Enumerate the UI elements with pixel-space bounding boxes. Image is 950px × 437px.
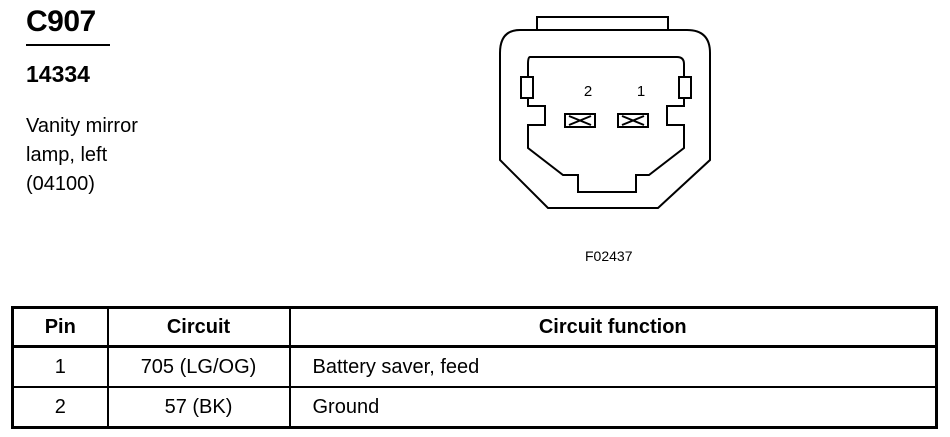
circuit-function-cell: Battery saver, feed [288, 345, 938, 388]
terminal-pin-1 [617, 113, 649, 128]
table-row: 1 705 (LG/OG) Battery saver, feed [11, 345, 938, 388]
connector-id-underline [26, 44, 110, 46]
connector-key-right [678, 76, 692, 99]
description-line: (04100) [26, 173, 95, 195]
pin-label-2: 2 [584, 83, 592, 100]
table-header-row: Pin Circuit Circuit function [11, 306, 938, 348]
pinout-table: Pin Circuit Circuit function 1 705 (LG/O… [11, 306, 938, 429]
column-header-pin: Pin [11, 306, 109, 348]
table-row: 2 57 (BK) Ground [11, 386, 938, 429]
figure-id: F02437 [585, 248, 633, 264]
connector-description: Vanity mirror lamp, left (04100) [26, 112, 138, 199]
description-line: Vanity mirror [26, 115, 138, 137]
circuit-cell: 705 (LG/OG) [106, 345, 291, 388]
description-line: lamp, left [26, 144, 108, 166]
pin-cell: 2 [11, 386, 109, 429]
column-header-circuit-function: Circuit function [288, 306, 938, 348]
connector-key-left [520, 76, 534, 99]
circuit-cell: 57 (BK) [106, 386, 291, 429]
part-number: 14334 [26, 61, 90, 87]
pin-cell: 1 [11, 345, 109, 388]
connector-cavity [527, 56, 685, 193]
column-header-circuit: Circuit [106, 306, 291, 348]
pin-label-1: 1 [637, 83, 645, 100]
circuit-function-cell: Ground [288, 386, 938, 429]
connector-latch-tab [536, 16, 669, 31]
terminal-pin-2 [564, 113, 596, 128]
connector-face-diagram: 2 1 [499, 16, 711, 209]
connector-id: C907 [26, 5, 96, 38]
